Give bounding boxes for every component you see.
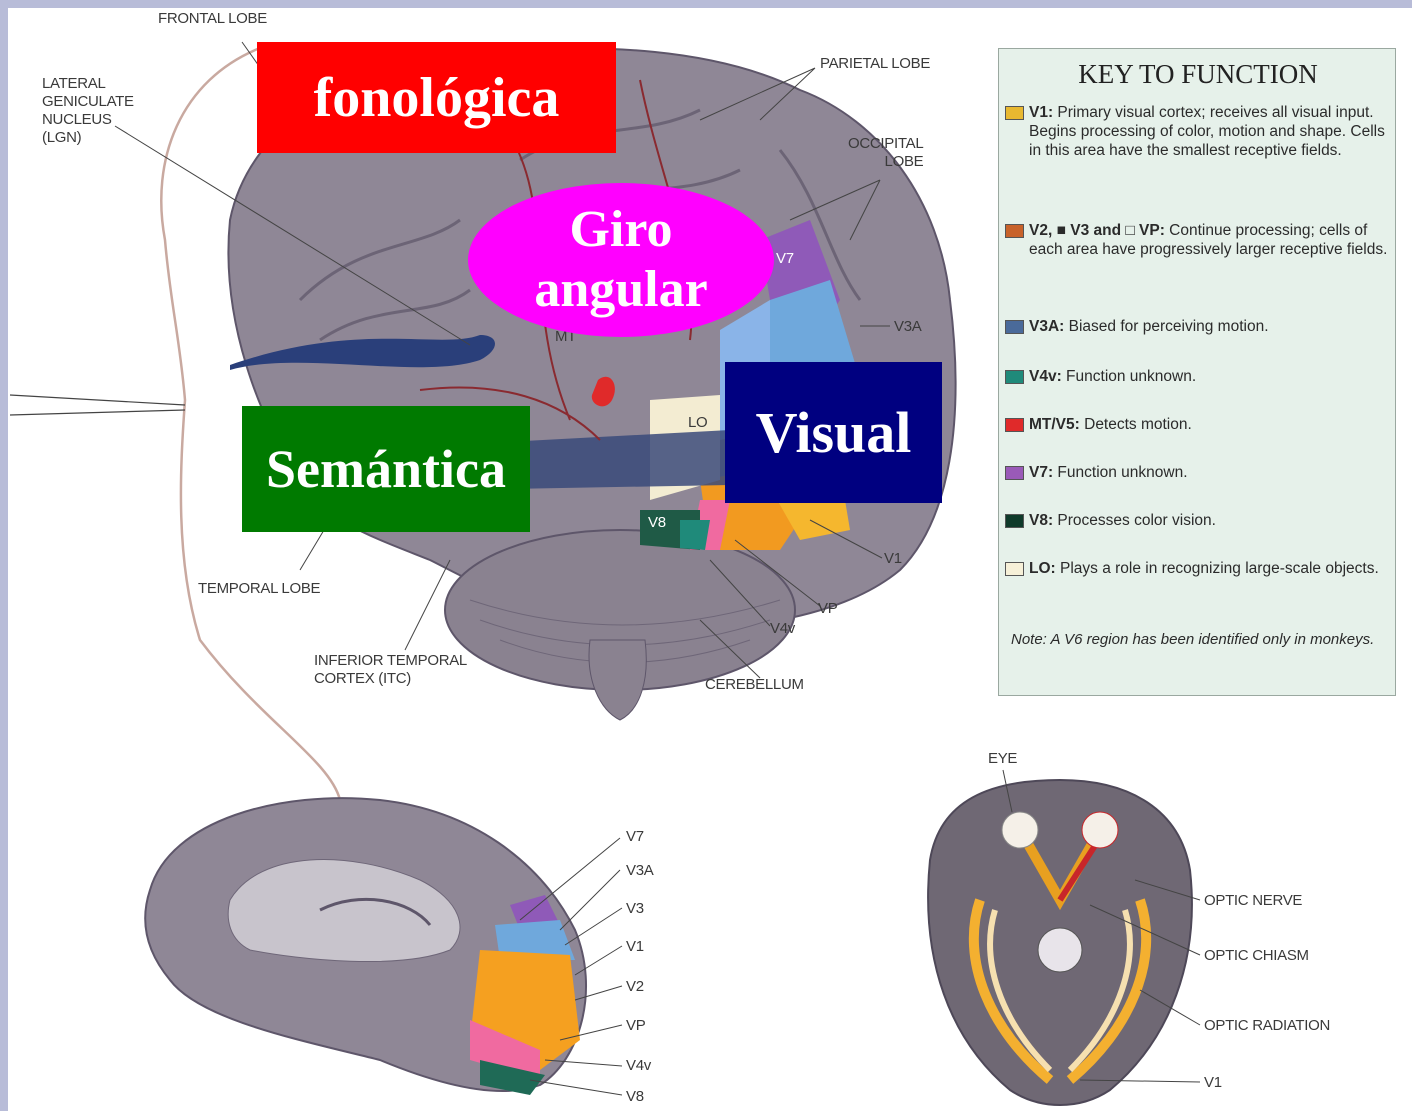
key-item-v4v: V4v: Function unknown. <box>1005 367 1389 386</box>
swatch-v1 <box>1005 106 1024 120</box>
swatch-lo <box>1005 562 1024 576</box>
key-item-v3a: V3A: Biased for perceiving motion. <box>1005 317 1389 336</box>
medial-label-v3a: V3A <box>626 862 653 880</box>
swatch-v7 <box>1005 466 1024 480</box>
key-to-function-panel: KEY TO FUNCTION V1: Primary visual corte… <box>998 48 1396 696</box>
key-item-lo: LO: Plays a role in recognizing large-sc… <box>1005 559 1389 578</box>
label-itc: INFERIOR TEMPORAL CORTEX (ITC) <box>314 652 467 688</box>
medial-label-v4v: V4v <box>626 1057 651 1075</box>
label-vp: VP <box>818 600 837 618</box>
label-v3a: V3A <box>894 318 921 336</box>
giro-angular-ellipse: Giro angular <box>468 183 774 337</box>
key-item-mt: MT/V5: Detects motion. <box>1005 415 1389 434</box>
label-v8: V8 <box>648 514 666 532</box>
semantica-box: Semántica <box>242 406 530 532</box>
fonologica-box: fonológica <box>257 42 616 153</box>
key-item-v2-v3-vp: V2, ■ V3 and □ VP: Continue processing; … <box>1005 221 1389 259</box>
medial-label-v2: V2 <box>626 978 644 996</box>
label-temporal-lobe: TEMPORAL LOBE <box>198 580 320 598</box>
swatch-mt <box>1005 418 1024 432</box>
medial-label-vp: VP <box>626 1017 645 1035</box>
key-item-v7: V7: Function unknown. <box>1005 463 1389 482</box>
key-item-v1: V1: Primary visual cortex; receives all … <box>1005 103 1389 160</box>
label-eye: EYE <box>988 750 1017 768</box>
key-title: KEY TO FUNCTION <box>999 59 1397 90</box>
swatch-v8 <box>1005 514 1024 528</box>
label-v7: V7 <box>776 250 794 268</box>
label-optic-nerve: OPTIC NERVE <box>1204 892 1302 910</box>
label-lgn: LATERAL GENICULATE NUCLEUS (LGN) <box>42 75 134 147</box>
label-frontal-lobe: FRONTAL LOBE <box>158 10 267 28</box>
label-optic-radiation: OPTIC RADIATION <box>1204 1017 1330 1035</box>
medial-label-v7: V7 <box>626 828 644 846</box>
eye-pointer <box>10 395 185 405</box>
medial-label-v3: V3 <box>626 900 644 918</box>
label-occipital-lobe: OCCIPITAL LOBE <box>848 135 923 171</box>
key-note: Note: A V6 region has been identified on… <box>1011 629 1383 650</box>
label-v1: V1 <box>884 550 902 568</box>
label-cerebellum: CEREBELLUM <box>705 676 804 694</box>
medial-label-v1: V1 <box>626 938 644 956</box>
swatch-v4v <box>1005 370 1024 384</box>
label-v4v: V4v <box>770 620 795 638</box>
label-optic-chiasm: OPTIC CHIASM <box>1204 947 1309 965</box>
label-parietal-lobe: PARIETAL LOBE <box>820 55 930 73</box>
medial-label-v8: V8 <box>626 1088 644 1106</box>
swatch-v2 <box>1005 224 1024 238</box>
visual-box: Visual <box>725 362 942 503</box>
label-lo: LO <box>688 414 707 432</box>
key-item-v8: V8: Processes color vision. <box>1005 511 1389 530</box>
label-bottom-v1: V1 <box>1204 1074 1222 1092</box>
swatch-v3a <box>1005 320 1024 334</box>
